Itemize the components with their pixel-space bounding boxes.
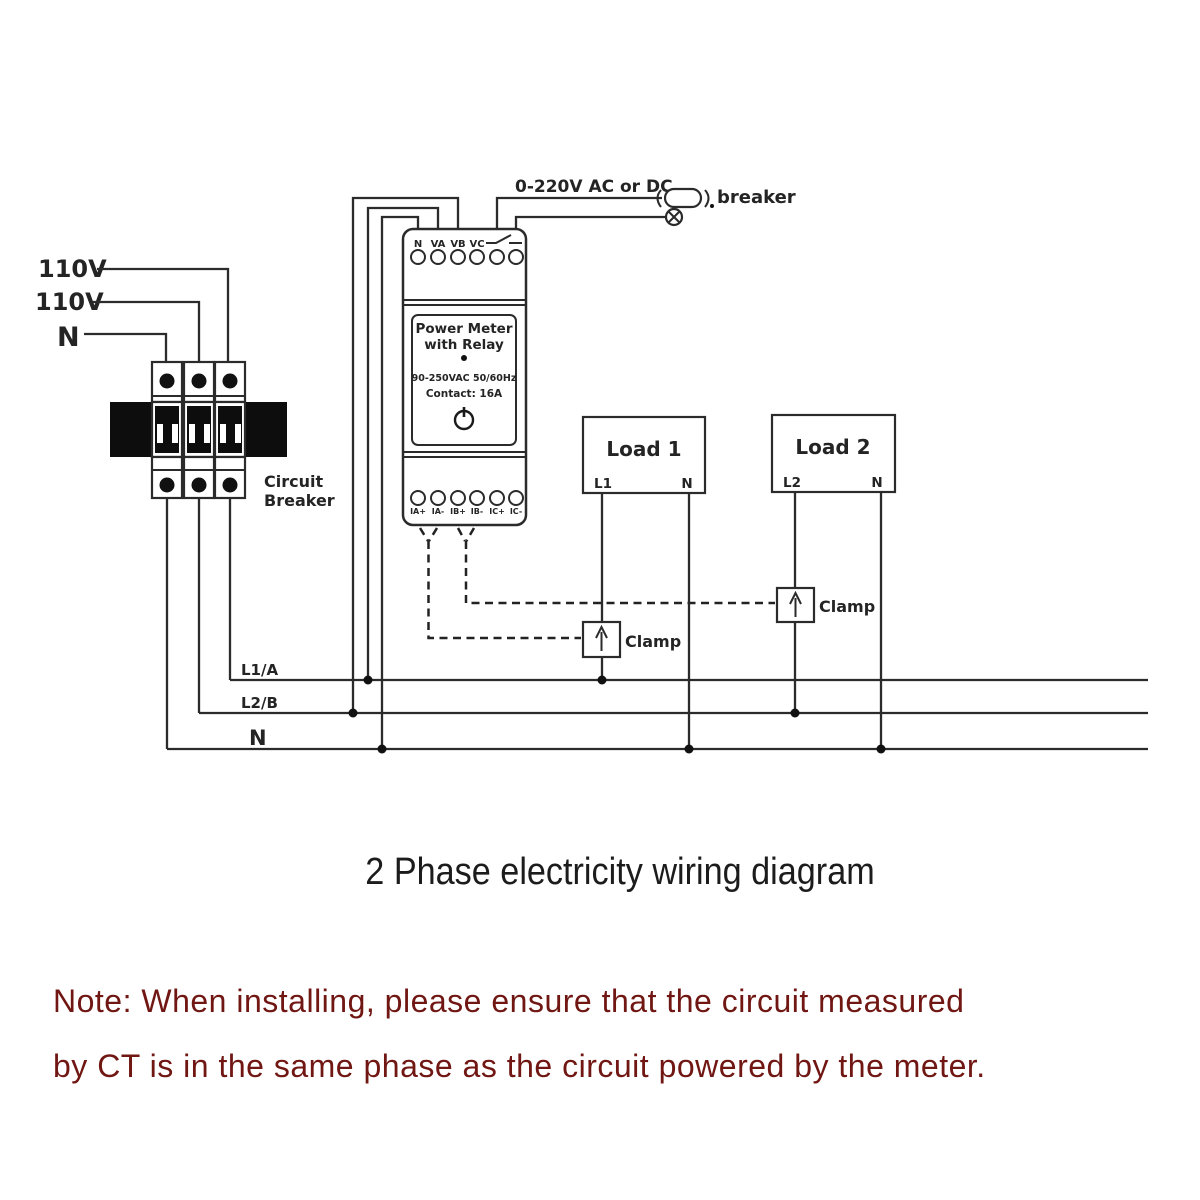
load2-n-label: N bbox=[871, 475, 882, 491]
meter-terminal-n-label: N bbox=[414, 239, 422, 250]
load-1: Load 1 L1 N bbox=[581, 415, 707, 749]
supply-110v-label-1: 110V bbox=[38, 255, 107, 283]
ct1-dashed-run bbox=[427, 541, 581, 640]
breaker-pole-3 bbox=[213, 360, 247, 500]
load2-l2-label: L2 bbox=[783, 475, 801, 491]
supply-wire-l1 bbox=[97, 267, 230, 362]
meter-spec-line2: Contact: 16A bbox=[426, 388, 503, 400]
ct2-dashed-run bbox=[464, 541, 775, 605]
relay-contact-icon bbox=[486, 234, 522, 244]
relay-output-circuit: 0-220V AC or DC breaker bbox=[495, 177, 796, 229]
load-2: Load 2 L2 N bbox=[770, 413, 897, 749]
meter-name-line1: Power Meter bbox=[415, 321, 512, 337]
supply-wire-n bbox=[84, 332, 168, 362]
relay-voltage-label: 0-220V AC or DC bbox=[515, 177, 673, 197]
bus-l1a-label: L1/A bbox=[241, 661, 278, 679]
load2-name: Load 2 bbox=[795, 435, 870, 459]
supply-feed: 110V 110V N bbox=[35, 255, 230, 362]
meter-bottom-terminals bbox=[410, 490, 524, 506]
crossed-circle-icon bbox=[664, 207, 684, 227]
wiring-diagram: 110V 110V N bbox=[35, 177, 1148, 754]
meter-wire-vb-to-l2b bbox=[351, 196, 460, 713]
junction-dots bbox=[348, 675, 886, 754]
meter-terminal-icm-label: IC- bbox=[510, 507, 522, 516]
meter-terminal-iap-label: IA+ bbox=[410, 507, 426, 516]
load1-n-label: N bbox=[681, 476, 692, 492]
bus-l2b-label: L2/B bbox=[241, 694, 278, 712]
bus-n-label: N bbox=[249, 726, 267, 750]
ct-sense-wires bbox=[418, 527, 775, 640]
clamp1-label: Clamp bbox=[625, 632, 681, 651]
power-meter: N VA VB VC Power Meter with Relay 90-250… bbox=[401, 227, 528, 527]
load1-name: Load 1 bbox=[606, 437, 681, 461]
ct-clamp-1: Clamp bbox=[581, 620, 681, 659]
bus-lines: L1/A L2/B N bbox=[167, 661, 1148, 751]
relay-wire-top bbox=[495, 196, 662, 229]
note-line-1: Note: When installing, please ensure tha… bbox=[53, 983, 965, 1019]
diagram-title-text: 2 Phase electricity wiring diagram bbox=[365, 851, 875, 893]
meter-wire-n-to-n bbox=[380, 215, 420, 749]
meter-terminal-iam-label: IA- bbox=[432, 507, 445, 516]
clamp2-label: Clamp bbox=[819, 597, 875, 616]
diagram-title: 2 Phase electricity wiring diagram bbox=[40, 851, 1200, 894]
arrow-up-icon bbox=[595, 624, 608, 651]
meter-terminal-icp-label: IC+ bbox=[489, 507, 505, 516]
meter-terminal-ibp-label: IB+ bbox=[450, 507, 466, 516]
meter-top-terminals bbox=[410, 249, 524, 265]
relay-wire-bottom bbox=[514, 215, 666, 229]
breaker-label-line2: Breaker bbox=[264, 491, 335, 510]
arrow-up-icon bbox=[789, 590, 802, 617]
power-icon bbox=[453, 407, 475, 431]
meter-terminal-va-label: VA bbox=[431, 239, 446, 250]
circuit-breaker: Circuit Breaker bbox=[110, 360, 335, 510]
supply-wire-l2 bbox=[93, 300, 201, 362]
meter-wire-va-to-l1a bbox=[366, 206, 440, 680]
breaker-pole-1 bbox=[150, 360, 184, 500]
relay-breaker-label: breaker bbox=[717, 187, 796, 208]
meter-terminal-vc-label: VC bbox=[469, 239, 484, 250]
note-line-2: by CT is in the same phase as the circui… bbox=[53, 1048, 986, 1084]
breaker-pole-2 bbox=[182, 360, 216, 500]
meter-terminal-vb-label: VB bbox=[450, 239, 465, 250]
meter-spec-line1: 90-250VAC 50/60Hz bbox=[412, 373, 517, 384]
meter-name-line2: with Relay bbox=[424, 337, 504, 353]
meter-terminal-ibm-label: IB- bbox=[471, 507, 483, 516]
breaker-label-line1: Circuit bbox=[264, 472, 323, 491]
load1-l1-label: L1 bbox=[594, 476, 612, 492]
supply-neutral-label: N bbox=[57, 322, 80, 353]
meter-led-dot bbox=[461, 355, 467, 361]
supply-110v-label-2: 110V bbox=[35, 288, 104, 316]
ct-clamp-2: Clamp bbox=[775, 586, 875, 624]
fuse-breaker-icon bbox=[656, 187, 714, 209]
